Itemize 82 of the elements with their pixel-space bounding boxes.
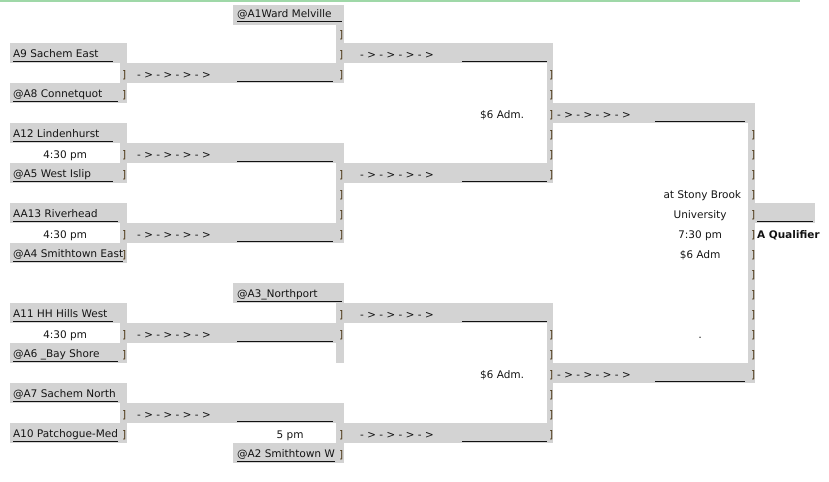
team-name: @A5 West Islip <box>13 168 113 182</box>
advance-arrow-text: - > - > - > - > <box>137 148 211 162</box>
bracket-mark: ] <box>339 28 344 42</box>
advance-arrow-text: - > - > - > - > <box>137 328 211 342</box>
team-name: A9 Sachem East <box>13 48 113 62</box>
advance-arrow-text: - > - > - > - > <box>137 228 211 242</box>
game-note: $6 Adm <box>680 248 720 262</box>
advance-arrow-text: - > - > - > - > <box>557 108 631 122</box>
bracket-mark: ] <box>339 328 344 342</box>
bracket-mark: ] <box>549 128 554 142</box>
team-name: @A8 Connetquot <box>13 88 118 102</box>
bracket-mark: ] <box>339 168 344 182</box>
bracket-mark: ] <box>751 148 756 162</box>
bracket-mark: ] <box>549 408 554 422</box>
team-name: @A2 Smithtown W <box>237 448 335 462</box>
bracket-mark: ] <box>751 228 756 242</box>
bracket-mark: ] <box>549 328 554 342</box>
bracket-mark: ] <box>751 168 756 182</box>
bracket-mark: ] <box>339 208 344 222</box>
bracket-mark: ] <box>122 348 126 362</box>
team-name: @A3_Northport <box>237 288 342 302</box>
game-note: 4:30 pm <box>43 148 87 162</box>
admission-note: $6 Adm. <box>480 108 524 122</box>
bracket-mark: ] <box>339 308 344 322</box>
bracket-mark: ] <box>339 68 344 82</box>
game-note: 7:30 pm <box>678 228 722 242</box>
advance-arrow-text: - > - > - > - > <box>360 428 434 442</box>
bracket-mark: ] <box>751 348 756 362</box>
bracket-mark: ] <box>549 428 554 442</box>
bracket-mark: ] <box>122 408 126 422</box>
bracket-mark: ] <box>751 188 756 202</box>
bracket-mark: ] <box>122 68 126 82</box>
game-note: University <box>674 208 726 222</box>
game-note: 5 pm <box>276 428 304 442</box>
team-name: @A7 Sachem North <box>13 388 118 402</box>
bracket-mark: ] <box>549 348 554 362</box>
venue-note: at Stony Brook <box>663 188 741 202</box>
qualifier-label: A Qualifier <box>757 228 820 242</box>
advance-arrow-text: - > - > - > - > <box>360 48 434 62</box>
team-name: @A4 Smithtown East <box>13 248 124 262</box>
bracket-mark: ] <box>751 208 756 222</box>
bracket-mark: ] <box>549 388 554 402</box>
bracket-mark: ] <box>122 168 126 182</box>
team-name: AA13 Riverhead <box>13 208 118 222</box>
team-name: @A1Ward Melville <box>237 8 342 22</box>
bracket-mark: ] <box>122 88 126 102</box>
game-note: 4:30 pm <box>43 328 87 342</box>
bracket-mark: ] <box>339 188 344 202</box>
advance-arrow-text: - > - > - > - > <box>137 408 211 422</box>
advance-arrow-text: - > - > - > - > <box>360 168 434 182</box>
admission-note: $6 Adm. <box>480 368 524 382</box>
bracket-mark: ] <box>122 228 126 242</box>
advance-arrow-text: - > - > - > - > <box>360 308 434 322</box>
bracket-mark: ] <box>751 368 756 382</box>
bracket-mark: ] <box>549 68 554 82</box>
bracket-mark: ] <box>339 228 344 242</box>
team-name: A11 HH Hills West <box>13 308 113 322</box>
bracket-mark: ] <box>751 128 756 142</box>
bracket-mark: ] <box>549 368 554 382</box>
advance-arrow-text: - > - > - > - > <box>557 368 631 382</box>
game-note: 4:30 pm <box>43 228 87 242</box>
bracket-mark: ] <box>549 148 554 162</box>
advance-arrow-text: - > - > - > - > <box>137 68 211 82</box>
bracket-mark: ] <box>549 88 554 102</box>
bracket-mark: ] <box>549 168 554 182</box>
team-name: @A6 _Bay Shore <box>13 348 118 362</box>
game-note: . <box>698 328 702 342</box>
bracket-mark: ] <box>122 328 126 342</box>
bracket-mark: ] <box>751 328 756 342</box>
bracket-mark: ] <box>122 428 126 442</box>
team-name: A12 Lindenhurst <box>13 128 113 142</box>
bracket-mark: ] <box>122 148 126 162</box>
bracket-mark: ] <box>339 448 344 462</box>
bracket-mark: ] <box>751 248 756 262</box>
bracket-mark: ] <box>339 48 344 62</box>
bracket-mark: ] <box>122 248 126 262</box>
team-name: A10 Patchogue-Med <box>13 428 118 442</box>
bracket-mark: ] <box>549 108 554 122</box>
bracket-mark: ] <box>751 308 756 322</box>
bracket-mark: ] <box>751 288 756 302</box>
bracket-mark: ] <box>339 428 344 442</box>
bracket-mark: ] <box>751 268 756 282</box>
